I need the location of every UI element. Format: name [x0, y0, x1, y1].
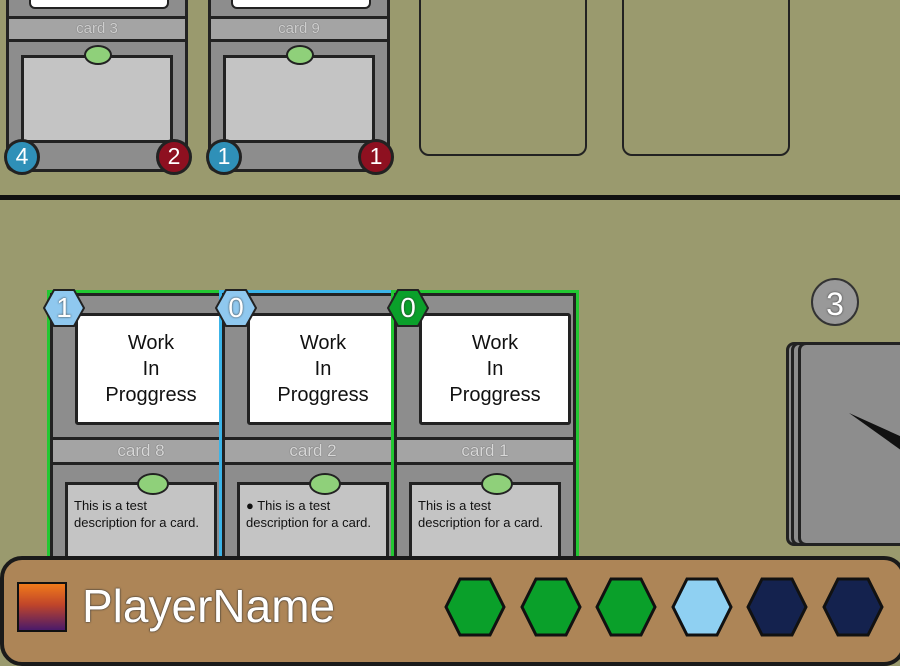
- gem-icon: [481, 473, 513, 495]
- card-description: [223, 55, 375, 143]
- resource-token-icon: [444, 577, 506, 637]
- attack-badge: 1: [206, 139, 242, 175]
- opponent-field: card 3 4 2 card 9 1 1: [0, 0, 900, 196]
- card-name: card 2: [225, 437, 401, 465]
- player-avatar[interactable]: [17, 582, 67, 632]
- cost-badge: 0: [215, 288, 257, 328]
- empty-card-slot[interactable]: [622, 0, 790, 156]
- field-divider: [0, 195, 900, 200]
- cost-badge: 1: [43, 288, 85, 328]
- card-description: [21, 55, 173, 143]
- deck-card-top: [798, 342, 900, 546]
- attack-badge: 4: [4, 139, 40, 175]
- hand-card[interactable]: Work In Proggress card 2 ● This is a tes…: [215, 289, 404, 572]
- resource-token-icon: [595, 577, 657, 637]
- cost-value: 1: [56, 292, 72, 323]
- cost-value: 0: [228, 292, 244, 323]
- gem-icon: [137, 473, 169, 495]
- clock-hand-icon: [849, 413, 900, 450]
- card-art: [29, 0, 169, 9]
- resource-tokens: [444, 576, 884, 638]
- played-card[interactable]: card 3: [6, 0, 188, 172]
- hand-card[interactable]: Work In Proggress card 8 This is a test …: [43, 289, 232, 572]
- health-badge: 2: [156, 139, 192, 175]
- hand-card[interactable]: Work In Proggress card 1 This is a test …: [387, 289, 576, 572]
- bullet-icon: ●: [246, 498, 258, 513]
- resource-token-icon: [821, 577, 884, 637]
- card-name: card 1: [397, 437, 573, 465]
- card-name: card 9: [211, 16, 387, 42]
- cost-badge: 0: [387, 288, 429, 328]
- card-art: Work In Proggress: [75, 313, 227, 425]
- health-badge: 1: [358, 139, 394, 175]
- gem-icon: [84, 45, 112, 65]
- resource-token-icon: [746, 577, 808, 637]
- card-name: card 8: [53, 437, 229, 465]
- empty-card-slot[interactable]: [419, 0, 587, 156]
- player-name: PlayerName: [82, 580, 336, 632]
- card-art: Work In Proggress: [419, 313, 571, 425]
- card-art: [231, 0, 371, 9]
- cost-value: 0: [400, 292, 416, 323]
- gem-icon: [286, 45, 314, 65]
- draw-deck[interactable]: [786, 342, 900, 546]
- resource-token-icon: [519, 577, 582, 637]
- card-description-text: This is a test description for a card.: [246, 498, 372, 530]
- gem-icon: [309, 473, 341, 495]
- deck-count-badge: 3: [811, 278, 859, 326]
- resource-token-icon: [670, 577, 733, 637]
- card-name: card 3: [9, 16, 185, 42]
- played-card[interactable]: card 9: [208, 0, 390, 172]
- card-art: Work In Proggress: [247, 313, 399, 425]
